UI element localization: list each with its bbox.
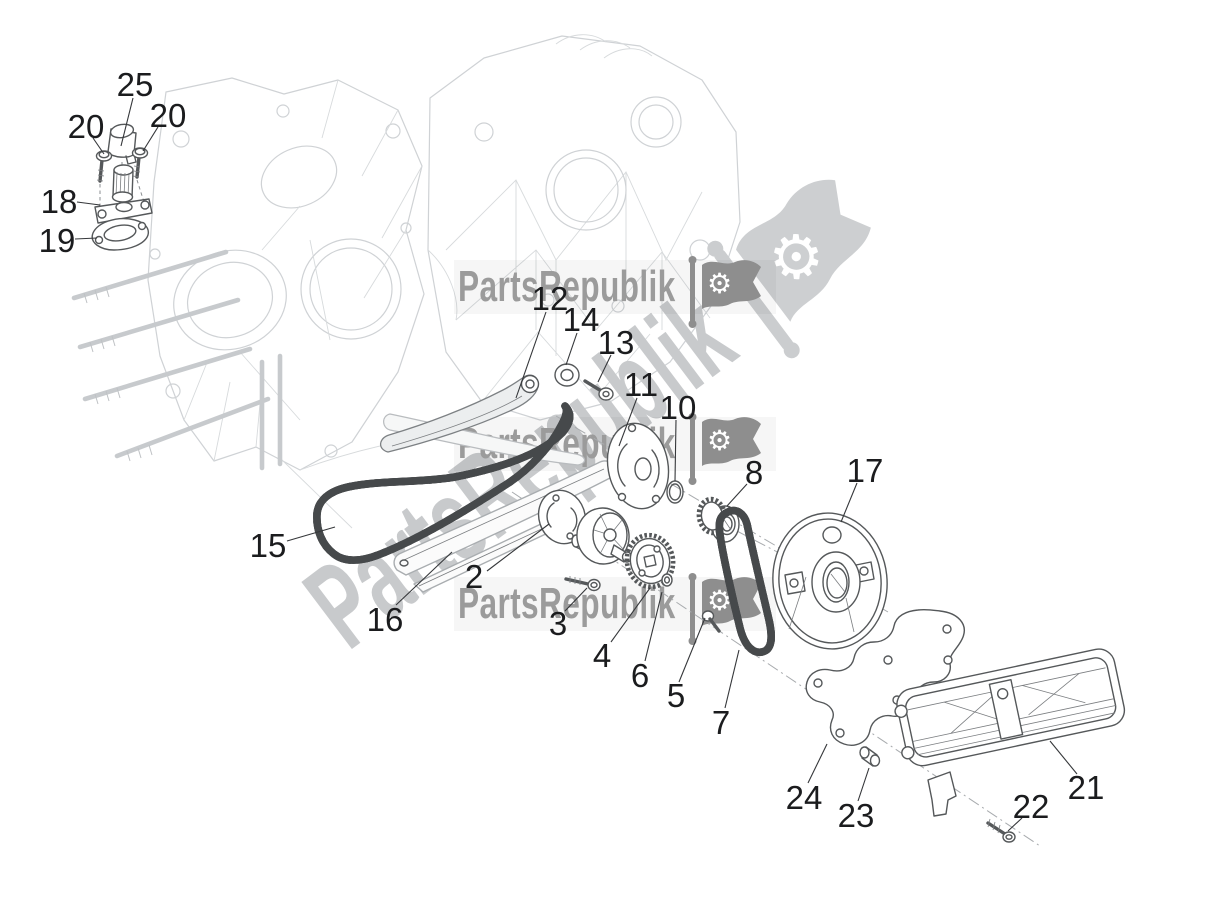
callout-number: 3	[549, 605, 567, 642]
part-sprocket-6	[624, 532, 676, 590]
part-bolt-3	[564, 576, 601, 592]
part-disc-17	[772, 512, 888, 650]
flag-icon: ⚙	[702, 417, 761, 466]
callout-number: 4	[593, 637, 611, 674]
leader-line	[1049, 740, 1078, 775]
flagpole-icon	[690, 578, 695, 640]
callout-number: 5	[667, 677, 685, 714]
leader-line	[286, 526, 336, 542]
leader-line	[724, 649, 740, 709]
leader-line	[486, 523, 550, 572]
part-chain-7	[719, 511, 771, 653]
callout-number: 13	[598, 324, 635, 361]
callout-number: 2	[465, 558, 483, 595]
callout-number: 20	[150, 97, 187, 134]
callout-number: 10	[660, 389, 697, 426]
leader-line	[395, 551, 453, 606]
leader-line	[120, 97, 134, 147]
part-valve-cluster	[91, 123, 153, 251]
callout-number: 16	[367, 601, 404, 638]
flagpole-icon	[690, 418, 695, 480]
gear-icon: ⚙	[707, 424, 732, 457]
part-tensioner-arm-12	[379, 374, 540, 453]
leader-line	[142, 126, 159, 152]
leader-line	[674, 419, 677, 482]
leader-line	[74, 237, 98, 240]
leader-line	[807, 743, 828, 784]
leader-line	[515, 311, 547, 399]
watermark-row-1: PartsRepublik ⚙	[458, 256, 761, 328]
part-oring-10	[666, 480, 684, 504]
callout-number: 8	[745, 454, 763, 491]
callout-number: 19	[39, 222, 76, 259]
callout-number: 18	[41, 183, 78, 220]
part-cover-plate-11	[606, 422, 670, 510]
leader-line	[597, 354, 612, 383]
leader-line	[857, 767, 870, 802]
flag-icon: ⚙	[702, 260, 761, 309]
callout-number: 20	[68, 108, 105, 145]
callout-number: 7	[712, 704, 730, 741]
callout-number: 15	[250, 527, 287, 564]
callout-number: 6	[631, 657, 649, 694]
strainer-spout	[927, 771, 957, 817]
callout-number: 22	[1013, 788, 1050, 825]
callout-number: 17	[847, 452, 884, 489]
part-bolt-13	[583, 379, 614, 401]
part-plate-2	[537, 489, 587, 545]
leader-line	[564, 587, 588, 612]
callout-number: 21	[1068, 769, 1105, 806]
leader-line	[618, 397, 638, 447]
leader-line	[565, 332, 578, 366]
callout-number: 23	[838, 797, 875, 834]
leader-line	[726, 483, 748, 507]
part-strainer-21	[859, 648, 1126, 843]
part-washer-4	[661, 573, 673, 587]
part-bushing-14	[554, 363, 580, 387]
leader-line	[1007, 817, 1023, 832]
gear-icon: ⚙	[707, 267, 732, 300]
callout-number: 12	[532, 280, 569, 317]
part-chain-15	[317, 402, 570, 560]
flagpole-icon	[690, 261, 695, 323]
leader-line	[610, 587, 651, 643]
watermark-text: PartsRepublik	[458, 262, 676, 311]
part-oil-pump-cluster	[537, 422, 740, 633]
part-plug-23	[859, 746, 881, 767]
part-bolt-20-left	[95, 150, 113, 183]
callout-number: 25	[117, 66, 154, 103]
part-bolt-22	[986, 818, 1016, 843]
part-gasket-19	[91, 217, 150, 251]
leader-line	[678, 617, 706, 683]
callout-number: 24	[786, 779, 823, 816]
leader-line	[644, 591, 663, 662]
leader-line	[840, 482, 858, 523]
leader-line	[92, 137, 105, 155]
flag-icon: ⚙	[736, 179, 871, 322]
callout-number: 14	[563, 301, 600, 338]
callout-number: 11	[624, 366, 658, 403]
leader-line	[76, 201, 101, 206]
